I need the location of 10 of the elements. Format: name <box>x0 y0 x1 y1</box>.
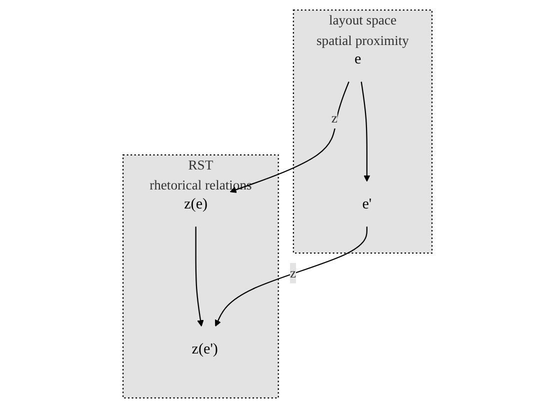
node-text: z(e') <box>192 340 218 357</box>
node-text: z(e) <box>184 195 208 212</box>
node-text: e <box>354 50 362 67</box>
edge-label: z <box>331 110 338 126</box>
arrow <box>214 226 368 326</box>
edge-label: z <box>290 264 296 280</box>
arrow <box>360 81 370 182</box>
arrow <box>195 226 204 326</box>
arrow <box>230 81 350 192</box>
node-text: e' <box>362 195 372 212</box>
